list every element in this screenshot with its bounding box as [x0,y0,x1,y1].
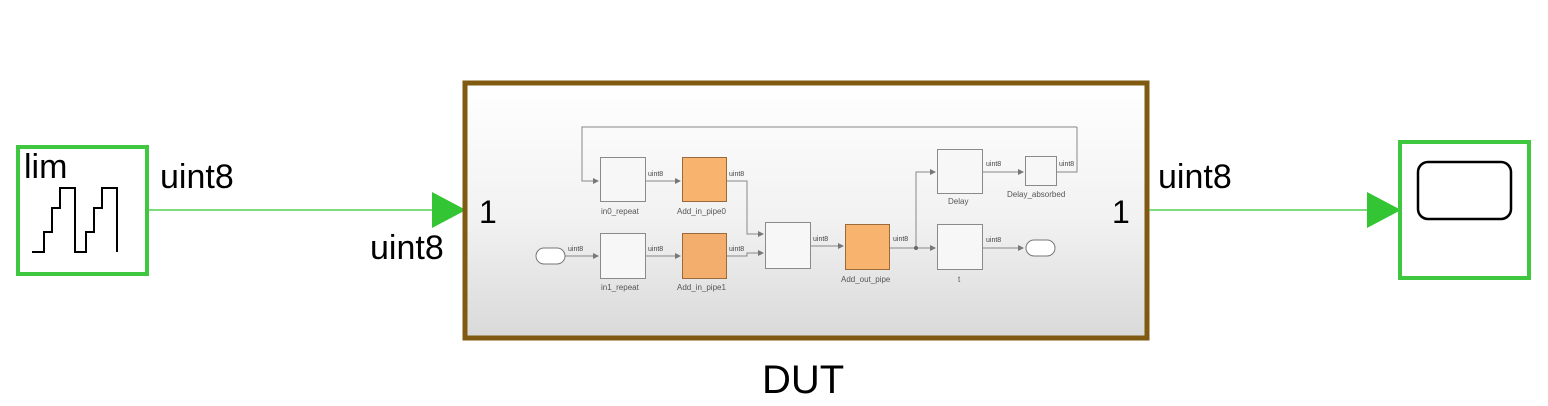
source-block[interactable] [16,145,149,276]
add-in-pipe1-block[interactable] [682,233,727,279]
delay-absorbed-block[interactable] [1025,156,1057,186]
add-in-pipe0-block[interactable] [682,157,727,202]
input-signal-line[interactable] [149,192,466,228]
inner-signal-label: uint8 [648,171,664,178]
inner-wiring [565,126,1078,259]
inner-signal-label: uint8 [986,161,1002,168]
add-in-pipe1-label: Add_in_pipe1 [677,283,726,292]
delay-absorbed-label: Delay_absorbed [1007,190,1066,199]
inner-signal-label: uint8 [893,236,909,243]
add-in-pipe0-label: Add_in_pipe0 [677,207,726,216]
inner-signal-label: uint8 [729,171,745,178]
input-signal-label-bottom: uint8 [370,229,444,267]
source-label: lim [24,148,68,186]
sum-block[interactable] [765,222,811,269]
inner-signal-label: uint8 [813,236,829,243]
in0-repeat-block[interactable] [600,157,646,202]
inner-signal-label: uint8 [729,246,745,253]
in1-repeat-block[interactable] [600,233,646,279]
inner-signal-label: uint8 [568,246,584,253]
in1-repeat-label: in1_repeat [601,283,639,292]
subsystem-name: DUT [762,358,845,402]
branch-point [914,246,918,250]
delay-block[interactable] [937,149,983,194]
inner-signal-label: uint8 [648,246,664,253]
add-out-pipe-block[interactable] [845,224,890,270]
t-label: t [958,275,961,284]
output-signal-label: uint8 [1158,158,1232,196]
subsystem-in-port-label: 1 [479,194,497,230]
in0-repeat-label: in0_repeat [601,207,639,216]
input-signal-label-top: uint8 [160,158,234,196]
staircase-signal-icon [32,187,118,253]
add-out-pipe-label: Add_out_pipe [841,275,891,284]
scope-block[interactable] [1398,140,1531,280]
inner-signal-label: uint8 [1059,161,1075,168]
scope-display-icon [1416,160,1513,221]
delay-label: Delay [948,197,969,206]
t-block[interactable] [937,224,983,270]
subsystem-out-port-label: 1 [1112,194,1130,230]
inner-signal-label: uint8 [986,237,1002,244]
inner-outport-oval[interactable] [1025,239,1056,257]
output-signal-line[interactable] [1149,192,1401,228]
dut-subsystem[interactable] [462,80,1150,341]
inner-inport-oval[interactable] [535,247,566,265]
